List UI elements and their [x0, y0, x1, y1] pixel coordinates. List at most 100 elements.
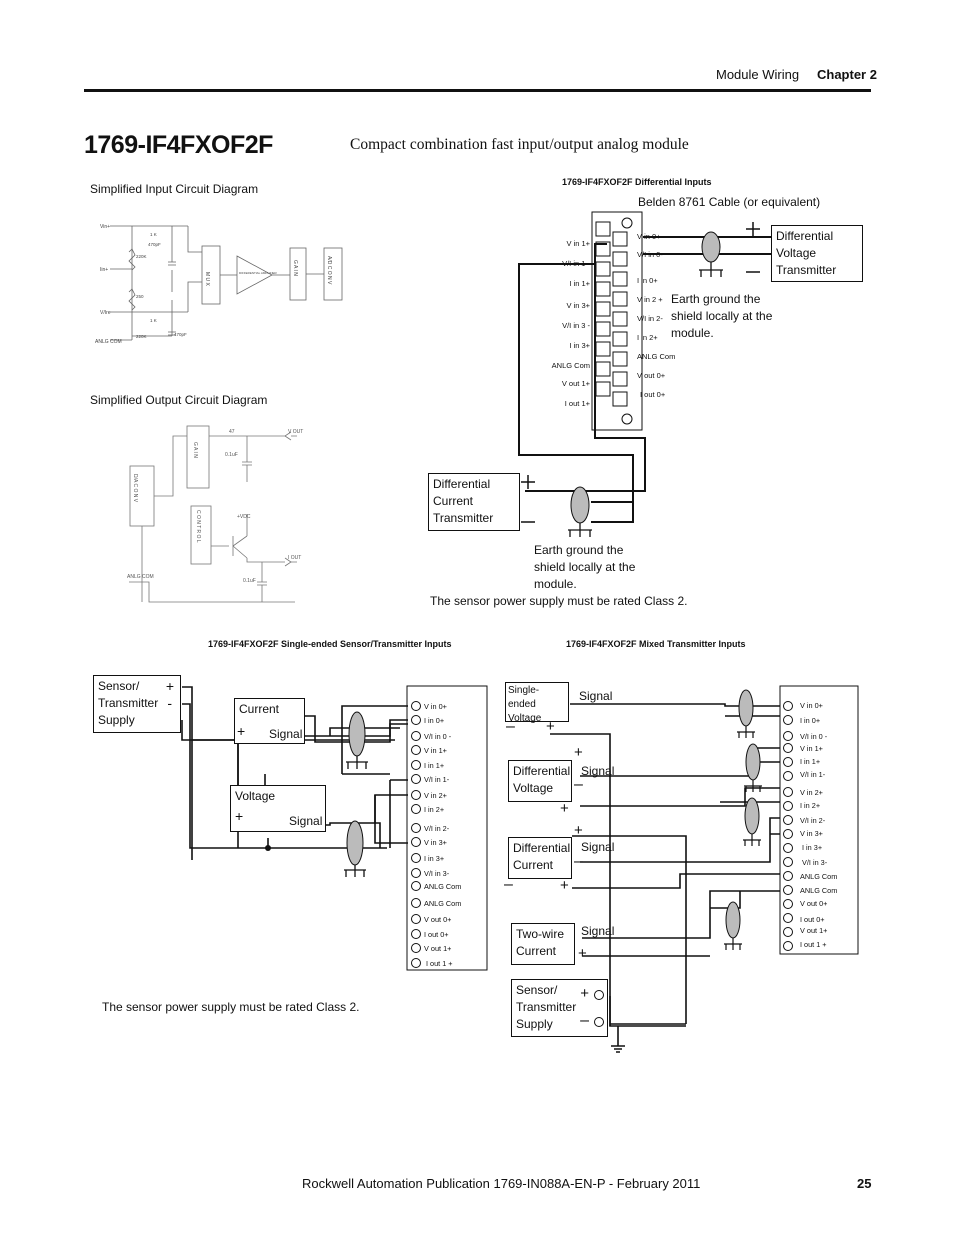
iout-label: I OUT	[288, 555, 301, 561]
page-subtitle: Compact combination fast input/output an…	[350, 136, 689, 153]
diff-left-term: V in 1+	[566, 239, 590, 248]
mixed-term: V/I in 1-	[800, 770, 826, 779]
se-term: ANLG Com	[424, 899, 461, 908]
diff-left-term: I out 1+	[565, 399, 591, 408]
diff-left-term: V/I in 3 -	[562, 321, 590, 330]
da-label: D/A C O N V	[132, 474, 138, 503]
se-term: I in 2+	[424, 805, 444, 814]
class2-note-diff: The sensor power supply must be rated Cl…	[430, 594, 688, 608]
c1-label: 470pF	[148, 242, 161, 247]
header-section: Module Wiring	[716, 67, 800, 82]
single-ended-diagram: V in 0+ I in 0+ V/I in 0 - V in 1+ I in …	[181, 685, 488, 971]
class2-note-se: The sensor power supply must be rated Cl…	[102, 1000, 360, 1014]
diff-voltage-transmitter: Differential Voltage Transmitter	[771, 225, 863, 282]
se-current-box: Current + Signal	[234, 698, 305, 744]
se-term: V in 2+	[424, 791, 447, 800]
ground-note-2: Earth ground the shield locally at the m…	[534, 543, 636, 591]
r1-label: 1 K	[150, 232, 157, 237]
se-voltage-label: Voltage	[235, 789, 276, 803]
diff-right-term: I out 0+	[640, 390, 666, 399]
mixed-term: V out 0+	[800, 899, 827, 908]
diff-right-term: I in 2+	[637, 333, 658, 342]
output-circuit-diagram: G A I N D/A C O N V C O N T R O L 47 0.1…	[127, 425, 303, 603]
mixed-term: V in 1+	[800, 744, 823, 753]
mux-label: M U X	[204, 272, 210, 287]
se-term: I out 1 +	[426, 959, 453, 968]
caption-simplified-output: Simplified Output Circuit Diagram	[90, 393, 268, 407]
diff-right-term: V in 2 +	[637, 295, 663, 304]
se-term: V in 0+	[424, 702, 447, 711]
se-voltage-signal: Signal	[289, 814, 323, 828]
oc1-label: 0.1uF	[225, 452, 238, 458]
se-term: V in 1+	[424, 746, 447, 755]
anlg-label: ANLG COM	[95, 339, 122, 345]
se-voltage-box: Voltage + Signal	[230, 785, 326, 832]
diff-right-term: I in 0+	[637, 276, 658, 285]
se-term: I in 0+	[424, 716, 444, 725]
se-term: V out 1+	[424, 944, 451, 953]
se-current-signal: Signal	[269, 727, 303, 741]
page-number: 25	[857, 1176, 872, 1191]
mixed-term: I out 0+	[800, 915, 825, 924]
header-chapter: Chapter 2	[817, 67, 877, 82]
r3-label: 250	[136, 294, 144, 299]
diff-left-term: V in 3+	[566, 301, 590, 310]
r2-label: 220K	[136, 254, 147, 259]
mixed-term: V out 1+	[800, 926, 827, 935]
caption-differential-inputs: 1769-IF4FXOF2F Differential Inputs	[562, 177, 712, 187]
oc2-label: 0.1uF	[243, 578, 256, 584]
mixed-term: V/I in 0 -	[800, 732, 828, 741]
se-term: I out 0+	[424, 930, 449, 939]
diff-current-transmitter: Differential Current Transmitter	[428, 473, 520, 531]
cable-label: Belden 8761 Cable (or equivalent)	[638, 195, 821, 209]
mixed-signal-3: Signal	[581, 840, 615, 854]
diff-left-term: V out 1+	[562, 379, 591, 388]
mixed-signal-2: Signal	[581, 764, 615, 778]
mixed-two-wire-box: Two-wire Current	[511, 923, 575, 965]
se-term: V in 3+	[424, 838, 447, 847]
diff-right-term: ANLG Com	[637, 352, 675, 361]
mixed-term: ANLG Com	[800, 886, 837, 895]
mixed-diff-current-label: Differential Current	[513, 841, 571, 872]
r-label: 47	[229, 429, 235, 435]
out-gain-label: G A I N	[192, 442, 198, 458]
mixed-single-ended-label: Single-ended Voltage	[508, 685, 542, 724]
se-term: ANLG Com	[424, 882, 461, 891]
footer-publication: Rockwell Automation Publication 1769-IN0…	[302, 1176, 701, 1191]
mixed-diff-current-box: Differential Current	[508, 837, 572, 879]
mixed-term: V in 3+	[800, 829, 823, 838]
iin-label: Iin+	[100, 267, 108, 273]
mixed-two-wire-label: Two-wire Current	[516, 927, 565, 958]
caption-simplified-input: Simplified Input Circuit Diagram	[90, 182, 259, 196]
diff-right-term: V out 0+	[637, 371, 666, 380]
se-supply-label: Sensor/ Transmitter Supply	[98, 679, 159, 727]
mixed-term: I out 1 +	[800, 940, 827, 949]
differential-inputs-diagram: V in 1+ V/I in 1 - I in 1+ V in 3+ V/I i…	[518, 211, 771, 537]
se-term: V/I in 3-	[424, 869, 450, 878]
diff-left-term: I in 3+	[569, 341, 590, 350]
se-term: I in 1+	[424, 761, 444, 770]
mixed-diff-voltage-label: Differential Voltage	[513, 764, 571, 795]
se-term: V/I in 2-	[424, 824, 450, 833]
diff-right-term: V/I in 0-	[637, 250, 663, 259]
ad-label: A/D C O N V	[326, 256, 332, 285]
diff-right-term: V/I in 2-	[637, 314, 663, 323]
control-label: C O N T R O L	[195, 510, 201, 543]
se-supply-box: Sensor/ Transmitter Supply + -	[93, 675, 181, 733]
mixed-signal-1: Signal	[579, 689, 613, 703]
mixed-term: I in 0+	[800, 716, 820, 725]
vi-label: V/Ire	[100, 310, 111, 316]
amp-label: DIFFERENTIAL AMPLIFIER	[239, 271, 278, 275]
diff-right-term: V in 0+	[637, 232, 661, 241]
mixed-single-ended-box: Single-ended Voltage	[505, 682, 569, 724]
vdc-label: +VDC	[237, 514, 251, 520]
se-current-label: Current	[239, 702, 280, 716]
mixed-signal-4: Signal	[581, 924, 615, 938]
caption-mixed: 1769-IF4FXOF2F Mixed Transmitter Inputs	[566, 639, 746, 649]
mixed-term: ANLG Com	[800, 872, 837, 881]
mixed-term: V in 0+	[800, 701, 823, 710]
se-term: V/I in 0 -	[424, 732, 452, 741]
r4-label: 1 K	[150, 318, 157, 323]
gain-label: G A I N	[292, 260, 298, 276]
diff-left-term: I in 1+	[569, 279, 590, 288]
